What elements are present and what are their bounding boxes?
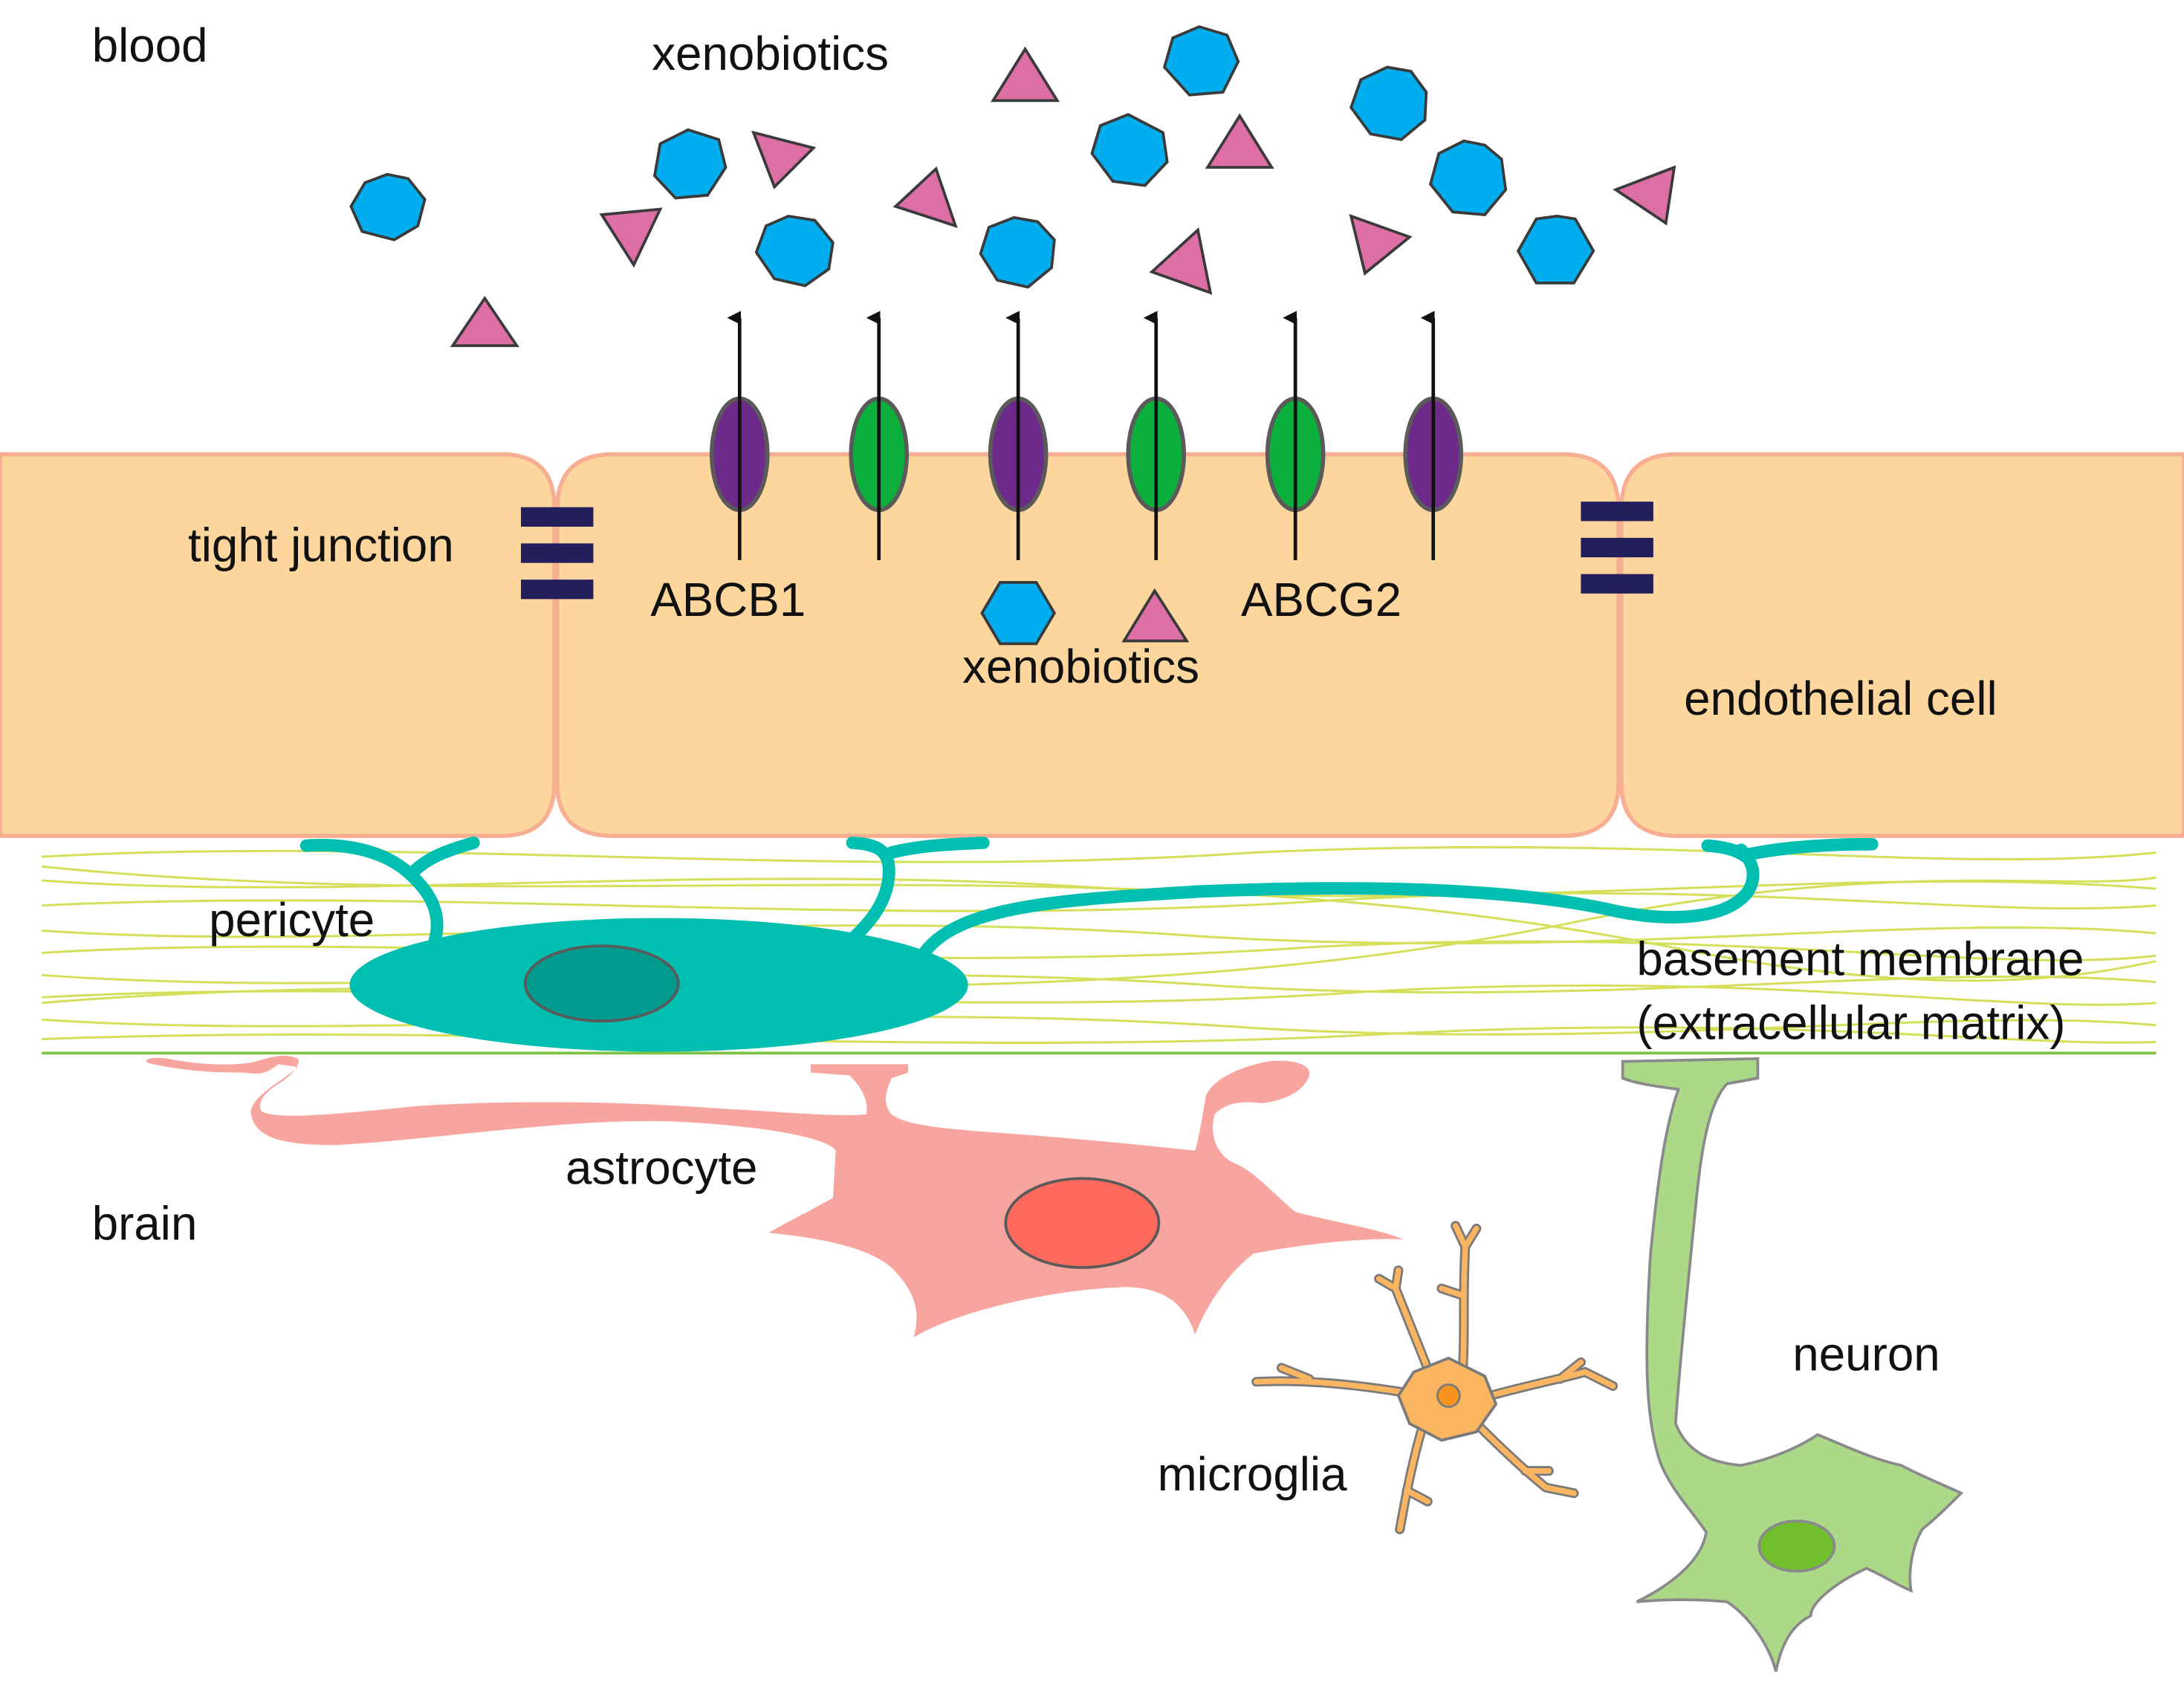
xenobiotic-triangles-blood [450, 46, 1676, 348]
transporter-purple-2 [988, 311, 1049, 560]
xenobiotic-triangle [1349, 213, 1413, 276]
label-brain: brain [92, 1197, 198, 1250]
astrocyte-body [146, 1055, 1404, 1337]
label-xenobiotics-intracellular: xenobiotics [962, 640, 1199, 693]
label-neuron: neuron [1792, 1328, 1940, 1381]
xenobiotic-hexagon [1428, 139, 1508, 216]
xenobiotic-triangle [450, 296, 519, 348]
transporter-green-1 [849, 311, 910, 560]
transporter-abcg2 [1265, 311, 1326, 560]
xenobiotic-triangle [1613, 165, 1676, 226]
neuron-cell [1621, 1057, 1964, 1672]
xenobiotic-hexagon [349, 172, 427, 241]
astrocyte-nucleus [1004, 1177, 1161, 1269]
transporter-purple-3 [1403, 311, 1464, 560]
label-basement-membrane: basement membrane [1636, 932, 2084, 985]
label-endothelial-cell: endothelial cell [1684, 672, 1997, 725]
label-abcg2: ABCG2 [1241, 573, 1402, 626]
label-tight-junction: tight junction [188, 519, 454, 572]
xenobiotic-hexagon [979, 215, 1056, 289]
microglia [1251, 1221, 1618, 1534]
xenobiotic-triangle [892, 166, 958, 228]
xenobiotic-hexagon [1090, 113, 1169, 187]
xenobiotic-triangle [751, 130, 817, 189]
xenobiotic-triangle-intracellular [1121, 588, 1190, 643]
tight-junction-left [521, 507, 594, 600]
microglia-nucleus [1436, 1383, 1461, 1408]
efflux-transporters [709, 311, 1464, 560]
endothelial-cell-middle [554, 452, 1621, 838]
pericyte [299, 836, 1879, 1052]
label-blood: blood [92, 19, 208, 72]
xenobiotic-triangle [599, 207, 663, 268]
label-microglia: microglia [1158, 1447, 1347, 1501]
xenobiotic-hexagon [652, 128, 728, 200]
label-abcb1: ABCB1 [650, 573, 806, 626]
endothelial-cells [0, 452, 2184, 838]
label-astrocyte: astrocyte [566, 1141, 758, 1195]
astrocyte [146, 1055, 1404, 1337]
xenobiotic-hexagon-intracellular [980, 580, 1057, 646]
label-xenobiotics-blood: xenobiotics [652, 27, 889, 80]
xenobiotic-triangle [991, 46, 1060, 103]
xenobiotic-triangle [1149, 227, 1213, 295]
xenobiotic-triangle [1205, 113, 1274, 169]
tight-junction-right [1581, 502, 1653, 594]
neuron-nucleus [1757, 1519, 1836, 1573]
xenobiotic-hexagons-blood [349, 25, 1595, 289]
xenobiotic-hexagon [1349, 65, 1428, 141]
transporter-green-2 [1126, 311, 1187, 560]
transporter-abcb1 [709, 311, 770, 560]
endothelial-cell-right [1618, 452, 2184, 838]
label-pericyte: pericyte [209, 893, 375, 947]
xenobiotic-hexagon [754, 214, 835, 288]
label-extracellular-matrix: (extracellular matrix) [1636, 996, 2065, 1050]
diagram-labels: blood xenobiotics tight junction ABCB1 A… [92, 19, 2084, 1501]
xenobiotic-hexagon [1516, 215, 1595, 285]
xenobiotic-hexagon [1162, 25, 1240, 97]
endothelial-cell-left [0, 452, 557, 838]
pericyte-nucleus [523, 944, 680, 1023]
neuron [1621, 1057, 1964, 1672]
